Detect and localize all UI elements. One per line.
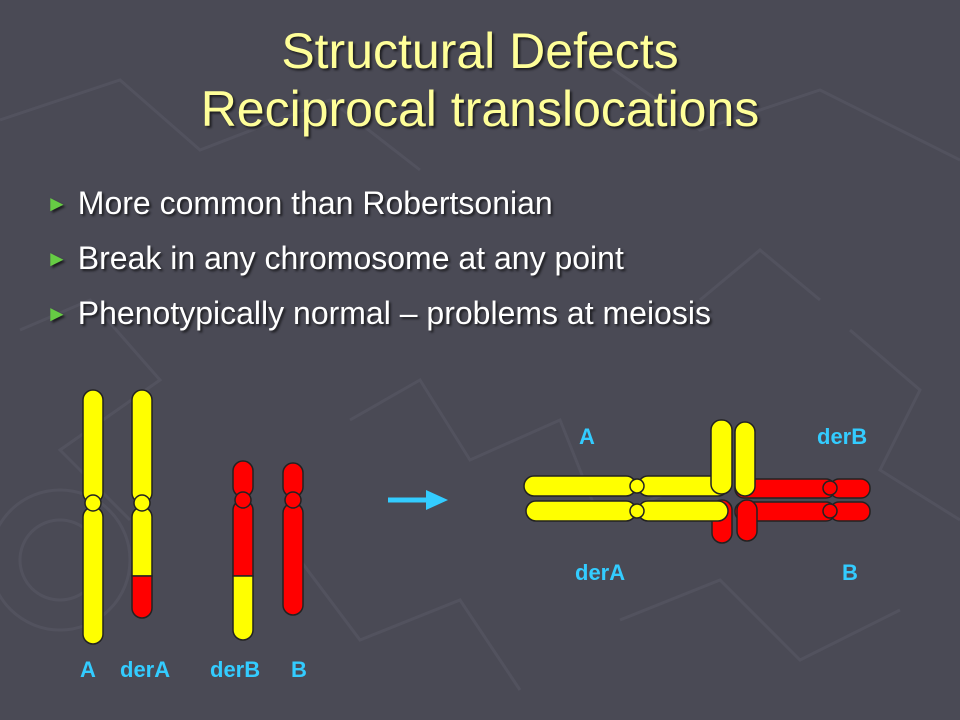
chromosome-der-a: [131, 389, 153, 619]
bullet-item: ► Phenotypically normal – problems at mei…: [46, 286, 711, 341]
bullet-item: ► More common than Robertsonian: [46, 176, 711, 231]
bullet-text: Phenotypically normal – problems at meio…: [77, 295, 711, 331]
label-der-b: derB: [210, 657, 261, 682]
title-line-1: Structural Defects: [281, 23, 679, 79]
label-cross-der-b: derB: [817, 424, 868, 449]
bullet-list: ► More common than Robertsonian ► Break in…: [46, 176, 711, 341]
bullet-text: Break in any chromosome at any point: [77, 240, 624, 276]
chromosome-der-b: [232, 460, 254, 641]
arrow-right-icon: [388, 490, 448, 510]
bullet-arrow-icon: ►: [46, 246, 68, 271]
label-cross-b: B: [842, 560, 858, 585]
chromosome-a: [82, 389, 104, 645]
slide-title: Structural Defects Reciprocal translocat…: [0, 22, 960, 138]
bullet-text: More common than Robertsonian: [77, 185, 553, 221]
label-a: A: [80, 657, 96, 682]
quadrivalent-cross: [523, 419, 871, 544]
bullet-arrow-icon: ►: [46, 301, 68, 326]
label-der-a: derA: [120, 657, 171, 682]
label-b: B: [291, 657, 307, 682]
title-line-2: Reciprocal translocations: [200, 81, 760, 137]
bullet-item: ► Break in any chromosome at any point: [46, 231, 711, 286]
label-cross-a: A: [579, 424, 595, 449]
bullet-arrow-icon: ►: [46, 191, 68, 216]
label-cross-der-a: derA: [575, 560, 626, 585]
chromosome-b: [282, 462, 304, 616]
